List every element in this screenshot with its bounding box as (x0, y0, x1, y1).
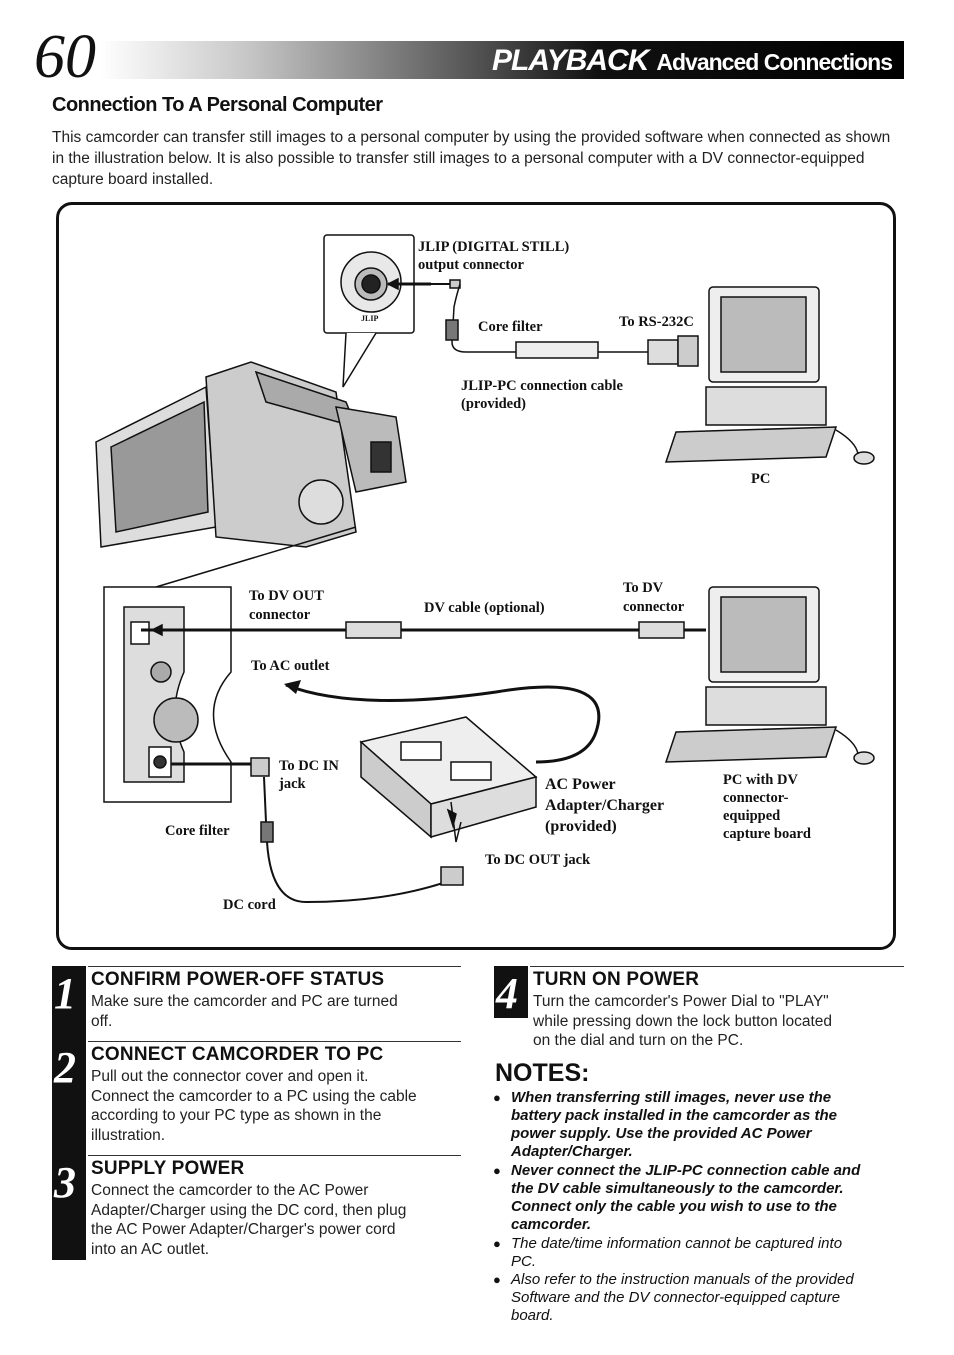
connection-diagram: JLIP (DIGITAL STILL) output connector JL… (56, 202, 896, 950)
ac-adapter-label-1: AC Power (545, 776, 616, 793)
jlip-logo: JLIP (361, 314, 379, 323)
dv-cable (141, 621, 706, 639)
pc-dv-label-4: capture board (723, 826, 811, 842)
to-dv-label-2: connector (623, 599, 685, 615)
step-2-number: 2 (54, 1043, 76, 1092)
ac-adapter-label-2: Adapter/Charger (545, 797, 665, 814)
ac-cord (285, 683, 601, 764)
header-title-main: PLAYBACK (491, 44, 649, 77)
step-4-text: Turn the camcorder's Power Dial to "PLAY… (533, 993, 832, 1049)
to-rs232c-label: To RS-232C (619, 314, 694, 330)
pc-computer-top (664, 286, 875, 465)
step-3-number: 3 (54, 1158, 76, 1207)
note-bullet: ● (493, 1090, 501, 1105)
header-bar (100, 41, 904, 79)
step-3-title: SUPPLY POWER (91, 1158, 245, 1179)
page-number: 60 (34, 23, 96, 91)
camcorder (95, 361, 407, 548)
steps-number-strip (52, 966, 86, 1260)
pc-dv-label-3: equipped (723, 808, 781, 824)
diagram-frame (56, 202, 896, 950)
connector-inset (103, 586, 232, 803)
step-1-number: 1 (54, 969, 76, 1018)
dc-cord (171, 757, 464, 904)
core-filter-bottom-label: Core filter (165, 823, 230, 839)
to-dc-in-label-2: jack (279, 776, 306, 792)
step-2-text: Pull out the connector cover and open it… (91, 1068, 417, 1144)
jlip-cable (428, 279, 699, 367)
jlip-cable-label-1: JLIP-PC connection cable (461, 378, 623, 394)
to-dc-in-label-1: To DC IN (279, 758, 339, 774)
to-dv-label-1: To DV (623, 580, 664, 596)
diagram-illustration (95, 234, 875, 904)
header-title-sub: Advanced Connections (656, 49, 893, 75)
notes-title: NOTES: (495, 1059, 590, 1087)
step-2-title: CONNECT CAMCORDER TO PC (91, 1044, 384, 1065)
jlip-label-1: JLIP (DIGITAL STILL) (418, 239, 570, 255)
note-1: ● When transferring still images, never … (493, 1089, 837, 1160)
pc-dv-label-1: PC with DV (723, 772, 798, 788)
step-3-text: Connect the camcorder to the AC Power Ad… (91, 1182, 407, 1258)
core-filter-top-label: Core filter (478, 319, 543, 335)
dv-cable-label: DV cable (optional) (424, 600, 545, 616)
step-3-rule (88, 1155, 461, 1156)
step-4-rule (530, 966, 904, 967)
intro-paragraph: This camcorder can transfer still images… (52, 129, 891, 188)
jlip-label-2: output connector (418, 257, 524, 273)
to-dv-out-label-2: connector (249, 607, 311, 623)
jlip-cable-label-2: (provided) (461, 396, 526, 412)
note-2: ● Never connect the JLIP-PC connection c… (493, 1162, 861, 1233)
ac-adapter-label-3: (provided) (545, 818, 617, 835)
to-ac-outlet-label: To AC outlet (251, 658, 330, 674)
header-title: PLAYBACK Advanced Connections (491, 44, 893, 83)
note-3: ● The date/time information cannot be ca… (493, 1235, 843, 1270)
pc-computer-bottom (664, 586, 875, 765)
note-bullet: ● (493, 1163, 501, 1178)
to-dv-out-label-1: To DV OUT (249, 588, 324, 604)
step-4-number-strip (494, 966, 528, 1018)
step-1-text: Make sure the camcorder and PC are turne… (91, 993, 398, 1030)
to-dc-out-label: To DC OUT jack (485, 852, 591, 868)
step-2-rule (88, 1041, 461, 1042)
note-bullet: ● (493, 1272, 501, 1287)
note-bullet: ● (493, 1236, 501, 1251)
ac-adapter (359, 716, 538, 839)
dc-cord-label: DC cord (223, 897, 276, 913)
step-4-title: TURN ON POWER (533, 969, 700, 990)
step-1-rule (88, 966, 461, 967)
step-4-number: 4 (496, 969, 518, 1018)
callout-line (155, 526, 357, 588)
note-4: ● Also refer to the instruction manuals … (493, 1271, 854, 1324)
pc-dv-label-2: connector- (723, 790, 789, 806)
pc-label: PC (751, 471, 771, 487)
step-1-title: CONFIRM POWER-OFF STATUS (91, 969, 385, 990)
jlip-inset (323, 234, 431, 388)
section-title: Connection To A Personal Computer (52, 94, 383, 116)
